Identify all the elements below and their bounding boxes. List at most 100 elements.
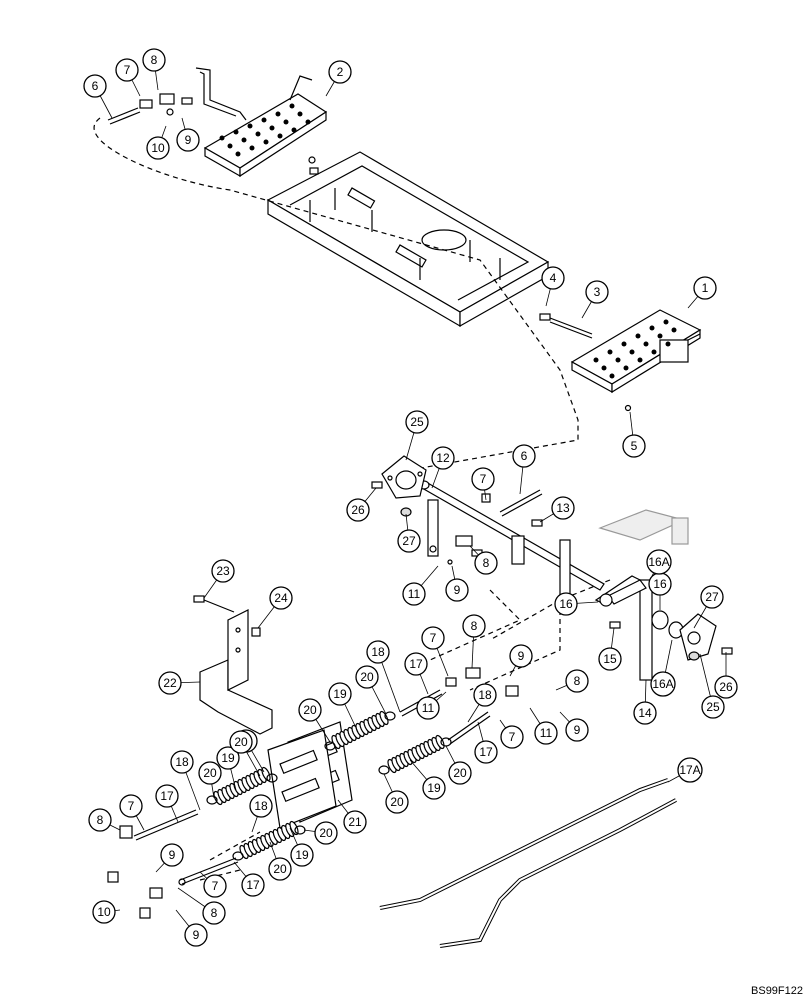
callout-c8c: 8 bbox=[462, 614, 486, 638]
callout-c9b: 9 bbox=[445, 578, 469, 602]
callout-label: 20 bbox=[360, 670, 374, 684]
callout-c8e: 8 bbox=[88, 808, 112, 832]
callout-circle bbox=[176, 128, 200, 152]
callout-circle bbox=[431, 446, 455, 470]
callout-circle bbox=[633, 701, 657, 725]
callout-label: 13 bbox=[556, 501, 570, 515]
callout-label: 7 bbox=[430, 631, 437, 645]
callout-label: 19 bbox=[333, 687, 347, 701]
callout-label: 12 bbox=[436, 451, 450, 465]
callout-label: 22 bbox=[163, 676, 177, 690]
spring-middle bbox=[387, 734, 445, 774]
callout-label: 11 bbox=[540, 726, 553, 740]
callout-circle bbox=[216, 746, 240, 770]
callout-c7a: 7 bbox=[115, 58, 139, 82]
callout-c27a: 27 bbox=[397, 529, 421, 553]
callout-label: 9 bbox=[193, 928, 200, 942]
callout-label: 18 bbox=[254, 799, 268, 813]
spring-rods bbox=[107, 667, 519, 919]
callout-label: 27 bbox=[705, 590, 719, 604]
callout-circle bbox=[146, 136, 170, 160]
callout-c14: 14 bbox=[633, 701, 657, 725]
callout-c7e: 7 bbox=[119, 794, 143, 818]
callout-c11c: 11 bbox=[534, 721, 558, 745]
callout-circle bbox=[474, 740, 498, 764]
callout-c19a: 19 bbox=[328, 682, 352, 706]
spring-coil bbox=[435, 734, 445, 750]
callout-circle bbox=[422, 776, 446, 800]
callout-circle bbox=[346, 498, 370, 522]
callout-circle bbox=[290, 843, 314, 867]
callout-c3: 3 bbox=[585, 280, 609, 304]
callout-c15: 15 bbox=[598, 647, 622, 671]
callout-c25b: 25 bbox=[701, 695, 725, 719]
callout-circle bbox=[211, 559, 235, 583]
drawing-code: BS99F122 bbox=[751, 985, 803, 997]
callout-label: 8 bbox=[97, 813, 104, 827]
callout-circle bbox=[474, 551, 498, 575]
callout-circle bbox=[385, 790, 409, 814]
callout-circle bbox=[512, 444, 536, 468]
callout-label: 18 bbox=[175, 755, 189, 769]
callout-label: 7 bbox=[480, 472, 487, 486]
callout-circle bbox=[402, 582, 426, 606]
callout-c20b: 20 bbox=[298, 698, 322, 722]
callout-circle bbox=[229, 730, 253, 754]
callout-circle bbox=[445, 578, 469, 602]
callout-label: 20 bbox=[453, 766, 467, 780]
callout-label: 14 bbox=[638, 706, 652, 720]
callout-label: 2 bbox=[337, 65, 344, 79]
callout-circle bbox=[298, 698, 322, 722]
callout-c2: 2 bbox=[328, 60, 352, 84]
callout-circle bbox=[701, 695, 725, 719]
right-step-plate bbox=[539, 309, 702, 412]
callout-c7b: 7 bbox=[471, 467, 495, 491]
callout-circle bbox=[203, 874, 227, 898]
callout-circle bbox=[268, 857, 292, 881]
callout-c20c: 20 bbox=[385, 790, 409, 814]
callout-c17A: 17A bbox=[677, 757, 703, 783]
callout-circle bbox=[92, 900, 116, 924]
long-rods bbox=[379, 778, 677, 948]
callout-c16A1: 16A bbox=[646, 549, 672, 575]
callout-c19d: 19 bbox=[290, 843, 314, 867]
callout-c11b: 11 bbox=[416, 696, 440, 720]
callout-c10a: 10 bbox=[146, 136, 170, 160]
callout-circle bbox=[198, 761, 222, 785]
callout-label: 20 bbox=[203, 766, 217, 780]
callout-label: 20 bbox=[319, 826, 333, 840]
spring-upper bbox=[331, 710, 389, 750]
cross-shaft bbox=[418, 480, 642, 605]
callout-circle bbox=[700, 585, 724, 609]
callout-label: 9 bbox=[185, 133, 192, 147]
callout-circle bbox=[158, 671, 182, 695]
callout-c6b: 6 bbox=[512, 444, 536, 468]
callout-label: 3 bbox=[594, 285, 601, 299]
callout-c24: 24 bbox=[269, 586, 293, 610]
callout-c11a: 11 bbox=[402, 582, 426, 606]
callout-c17d: 17 bbox=[241, 873, 265, 897]
callout-c7d: 7 bbox=[500, 725, 524, 749]
callout-label: 16 bbox=[653, 577, 667, 591]
callout-label: 8 bbox=[574, 674, 581, 688]
callout-c8d: 8 bbox=[565, 669, 589, 693]
callout-c9f: 9 bbox=[184, 923, 208, 947]
callout-circle bbox=[534, 721, 558, 745]
callout-circle bbox=[554, 592, 578, 616]
ghost-bracket bbox=[598, 509, 689, 545]
callout-circle bbox=[646, 549, 672, 575]
callout-circle bbox=[585, 280, 609, 304]
lever-arm-right bbox=[599, 579, 733, 681]
callout-c8a: 8 bbox=[142, 48, 166, 72]
callout-label: 19 bbox=[221, 751, 235, 765]
callout-circle bbox=[343, 810, 367, 834]
callout-label: 15 bbox=[603, 652, 617, 666]
callout-bubbles: 1234566777777888888999999101011111112131… bbox=[83, 48, 738, 947]
callout-c17a: 17 bbox=[404, 652, 428, 676]
callout-label: 7 bbox=[128, 799, 135, 813]
bearing-flange-upper bbox=[371, 455, 427, 517]
callout-circle bbox=[328, 60, 352, 84]
callout-circle bbox=[650, 671, 676, 697]
callout-c26a: 26 bbox=[346, 498, 370, 522]
callout-c17b: 17 bbox=[474, 740, 498, 764]
